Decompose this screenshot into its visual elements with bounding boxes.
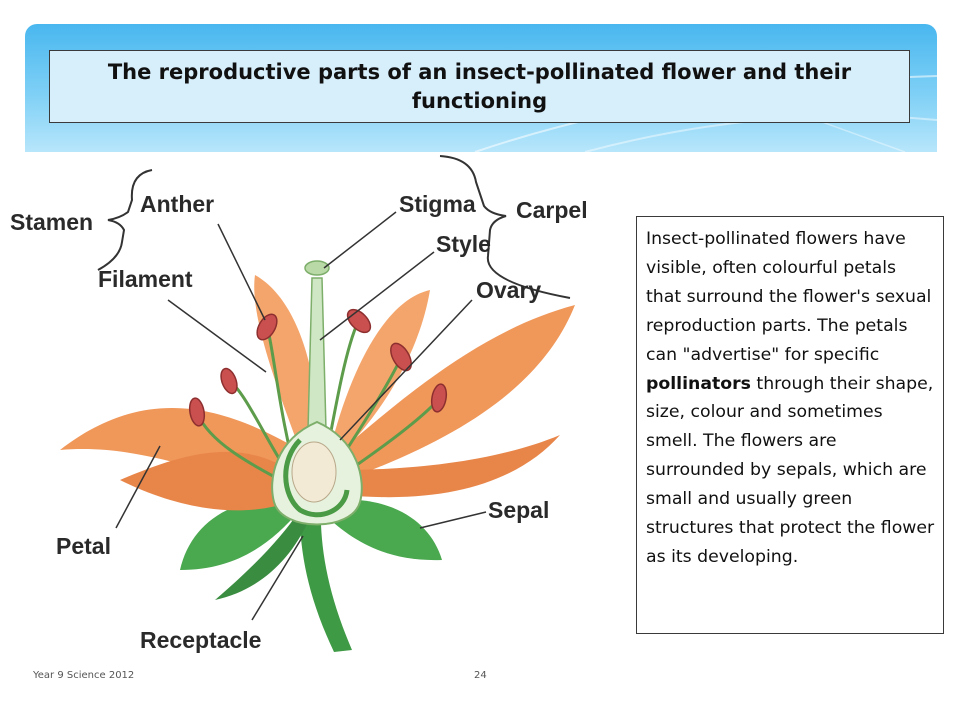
label-stamen: Stamen — [10, 209, 93, 235]
label-filament: Filament — [98, 266, 193, 292]
anther-6 — [430, 383, 448, 413]
petal-right — [330, 305, 575, 480]
label-sepal: Sepal — [488, 497, 549, 523]
label-petal: Petal — [56, 533, 111, 559]
label-anther: Anther — [140, 191, 214, 217]
label-style: Style — [436, 231, 491, 257]
anther-3 — [256, 313, 278, 341]
sepal-lower-left — [215, 510, 308, 600]
anther-1 — [220, 367, 238, 395]
pointer-lines — [115, 211, 487, 621]
info-box: Insect-pollinated flowers have visible, … — [636, 216, 944, 634]
title-box: The reproductive parts of an insect-poll… — [49, 50, 910, 123]
footer-course: Year 9 Science 2012 — [33, 670, 135, 681]
info-paragraph: Insect-pollinated flowers have visible, … — [646, 225, 935, 572]
label-carpel: Carpel — [516, 197, 588, 223]
anther-2 — [188, 397, 206, 427]
label-receptacle: Receptacle — [140, 627, 261, 653]
label-ovary: Ovary — [476, 277, 541, 303]
info-bold-term: pollinators — [646, 373, 751, 394]
petal-left — [120, 451, 295, 511]
footer-page-number: 24 — [474, 670, 487, 681]
anther-4 — [346, 308, 372, 334]
carpel-bracket — [439, 155, 571, 299]
ovule — [291, 441, 337, 503]
slide-title: The reproductive parts of an insect-poll… — [107, 59, 852, 113]
flower-diagram: Stamen Anther Filament Stigma Style Ovar… — [10, 155, 588, 653]
anthers — [188, 308, 448, 427]
info-text-after: through their shape, size, colour and so… — [646, 373, 935, 567]
info-text-before: Insect-pollinated flowers have visible, … — [646, 229, 932, 365]
ovary-wall — [283, 438, 350, 518]
anther-5 — [390, 342, 412, 372]
stigma — [304, 260, 330, 276]
petal-back-right — [330, 290, 430, 455]
petal-right-lower — [340, 435, 560, 498]
stamen-bracket — [97, 169, 153, 271]
sepal-left — [180, 499, 300, 570]
label-stigma: Stigma — [399, 191, 476, 217]
style — [307, 277, 327, 431]
